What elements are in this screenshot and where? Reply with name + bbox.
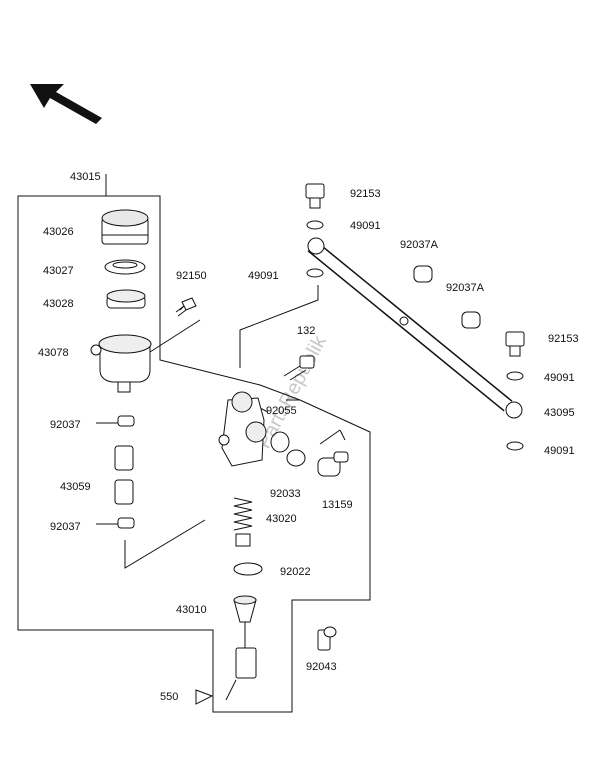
label-92033: 92033 [270, 488, 301, 500]
hose-clamp-92037A-upper [413, 265, 433, 283]
label-92153-upper: 92153 [350, 188, 381, 200]
label-49091-d: 49091 [544, 445, 575, 457]
label-49091-a: 49091 [248, 270, 279, 282]
label-92037-upper: 92037 [50, 419, 81, 431]
label-49091-c: 49091 [544, 372, 575, 384]
label-13159: 13159 [322, 499, 353, 511]
label-43010: 43010 [176, 604, 207, 616]
diaphragm-43028 [106, 289, 146, 309]
label-43059: 43059 [60, 481, 91, 493]
washer-49091-2 [306, 268, 324, 278]
label-92150: 92150 [176, 270, 207, 282]
label-92055: 92055 [266, 405, 297, 417]
hose-clamp-92037-upper [117, 415, 135, 427]
piston-43010 [233, 595, 257, 679]
label-43028: 43028 [43, 298, 74, 310]
bolt-132 [283, 355, 315, 381]
hose-clamp-92037A-lower [461, 311, 481, 329]
o-ring-92055 [270, 431, 290, 453]
master-cylinder-body [218, 391, 267, 467]
label-43026: 43026 [43, 226, 74, 238]
leader-lines [96, 285, 346, 701]
hose-43059 [114, 445, 134, 505]
label-92022: 92022 [280, 566, 311, 578]
label-43015: 43015 [70, 171, 101, 183]
label-92037A-upper: 92037A [400, 239, 439, 251]
banjo-bolt-92153-lower [505, 331, 525, 357]
label-92153-lower: 92153 [548, 333, 579, 345]
assembly-outline [17, 174, 371, 713]
washer-49091-4 [506, 441, 524, 451]
front-direction-arrow-icon [30, 84, 102, 124]
reservoir-43078 [90, 334, 152, 393]
hose-clamp-92037-lower [117, 517, 135, 529]
pin-92043 [317, 626, 337, 651]
label-92037A-lower: 92037A [446, 282, 485, 294]
bolt-92150 [175, 297, 197, 317]
snap-ring-92022 [233, 562, 263, 576]
label-550: 550 [160, 691, 178, 703]
brake-hose-43095 [307, 237, 523, 419]
label-43095: 43095 [544, 407, 575, 419]
label-132: 132 [297, 325, 315, 337]
diaphragm-plate-43027 [104, 259, 146, 275]
spring-43020 [233, 497, 253, 547]
label-92043: 92043 [306, 661, 337, 673]
reservoir-cap-43026 [101, 209, 149, 245]
label-43020: 43020 [266, 513, 297, 525]
banjo-bolt-92153-upper [305, 183, 325, 209]
cotter-pin-550 [195, 689, 214, 705]
label-43027: 43027 [43, 265, 74, 277]
washer-49091-1 [306, 220, 324, 230]
label-92037-lower: 92037 [50, 521, 81, 533]
label-43078: 43078 [38, 347, 69, 359]
washer-49091-3 [506, 371, 524, 381]
label-49091-b: 49091 [350, 220, 381, 232]
circlip-92033 [286, 449, 306, 467]
fitting-13159 [317, 451, 349, 477]
